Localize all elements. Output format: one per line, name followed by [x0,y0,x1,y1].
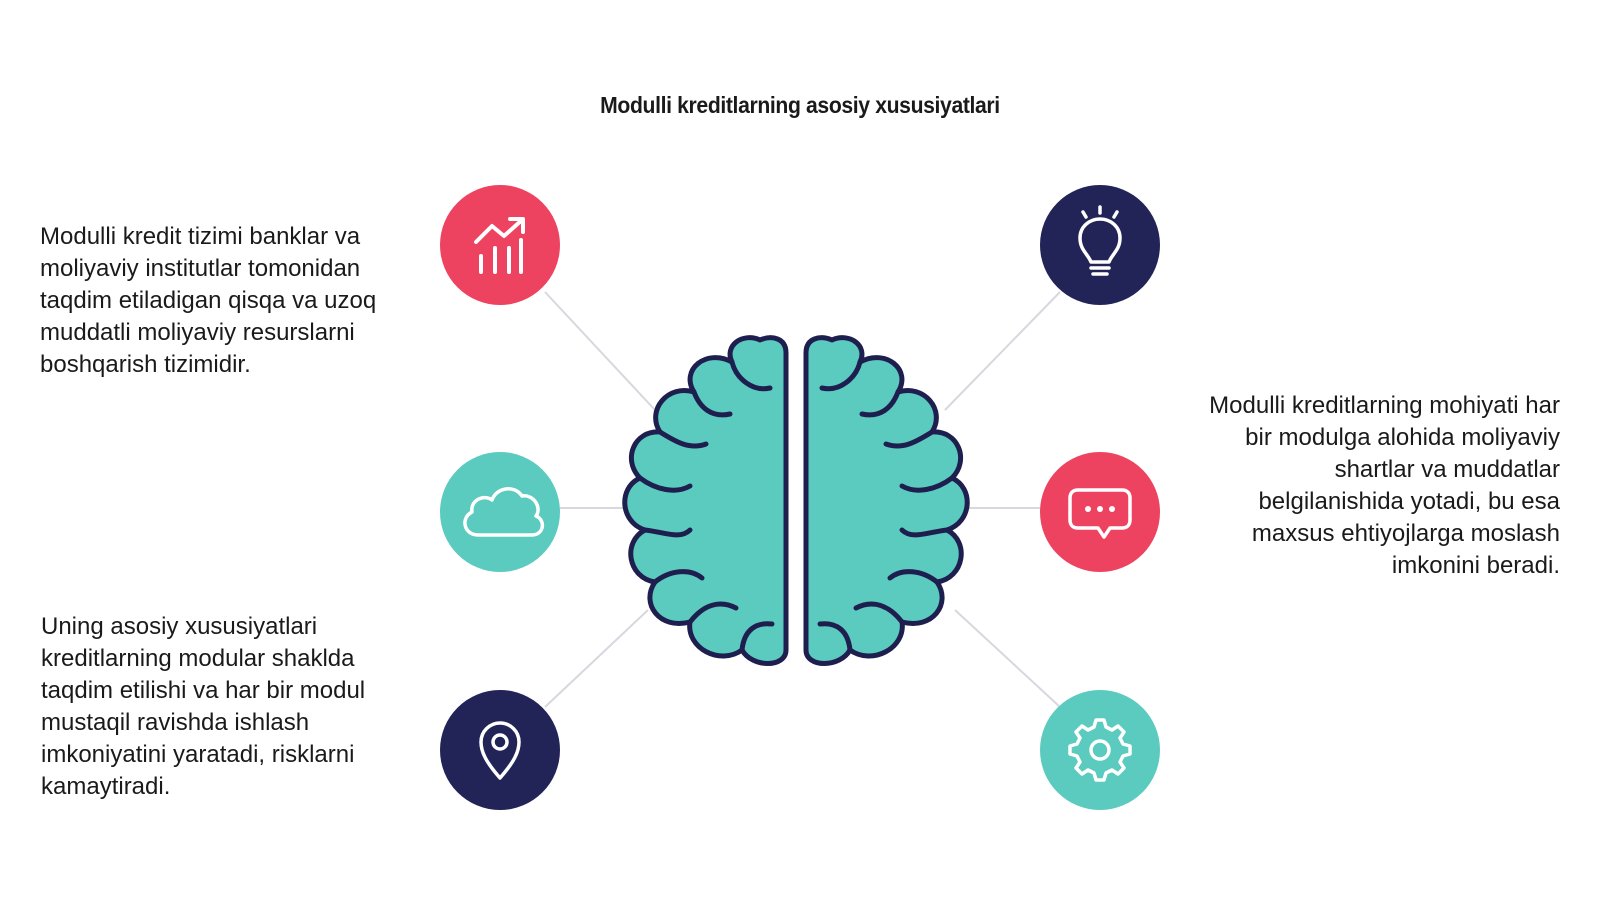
connector-top-left [544,291,656,411]
connector-lines [544,291,1061,708]
growth-chart-icon[interactable] [440,185,560,305]
lightbulb-icon[interactable] [1040,185,1160,305]
chat-bubble-icon[interactable] [1040,452,1160,572]
description-top-left: Modulli kredit tizimi banklar va moliyav… [40,223,377,378]
description-right: Modulli kreditlarning mohiyati har bir m… [1209,392,1560,579]
gear-icon[interactable] [1040,690,1160,810]
connector-top-right [944,291,1061,411]
brain-icon [622,335,970,666]
connector-bottom-left [544,609,649,708]
page-title: Modulli kreditlarning asosiy xususiyatla… [600,92,1000,118]
location-pin-icon[interactable] [440,690,560,810]
cloud-icon[interactable] [440,452,560,572]
connector-bottom-right [954,609,1061,708]
description-bottom-left: Uning asosiy xususiyatlari kreditlarning… [41,613,366,800]
